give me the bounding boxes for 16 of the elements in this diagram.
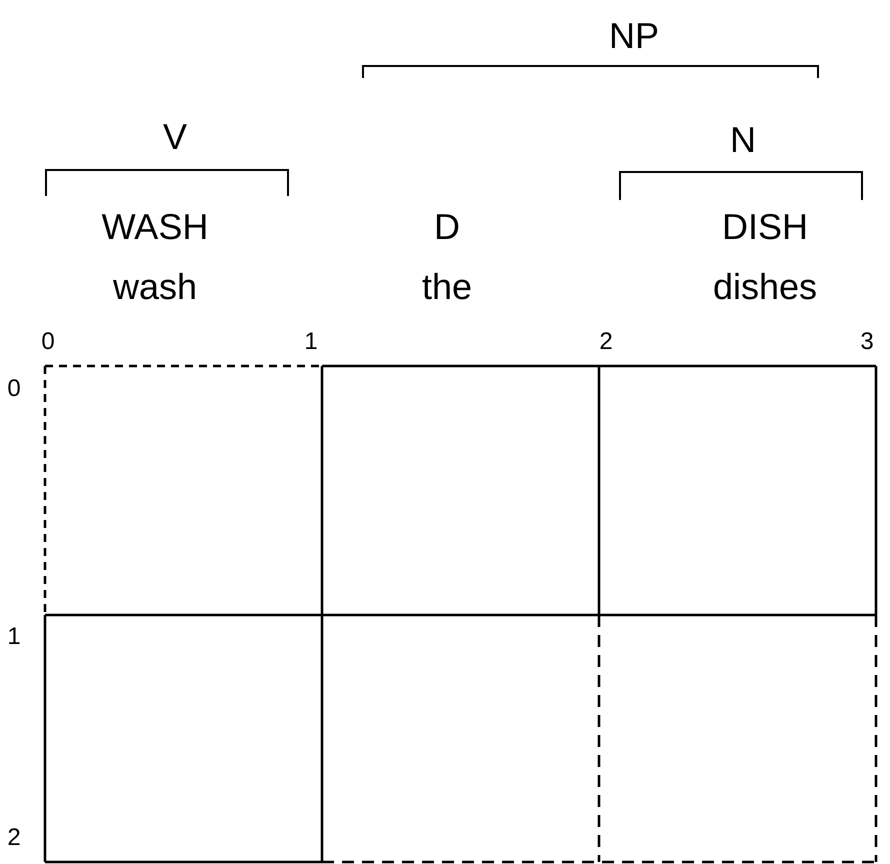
word-label: the <box>422 269 472 305</box>
row-number: 2 <box>7 826 21 850</box>
position-number: 1 <box>304 330 318 354</box>
position-number: 2 <box>599 330 613 354</box>
word-label: dishes <box>712 269 818 305</box>
category-label: D <box>434 209 460 245</box>
lemma-label: WASH <box>102 209 208 245</box>
word-label: wash <box>112 269 198 305</box>
position-number: 0 <box>41 330 55 354</box>
category-label: NP <box>609 18 659 54</box>
category-label: N <box>730 122 756 158</box>
position-number: 3 <box>860 330 874 354</box>
lemma-label: DISH <box>722 209 808 245</box>
row-number: 0 <box>7 377 21 401</box>
category-label: V <box>163 119 187 155</box>
row-number: 1 <box>7 625 21 649</box>
